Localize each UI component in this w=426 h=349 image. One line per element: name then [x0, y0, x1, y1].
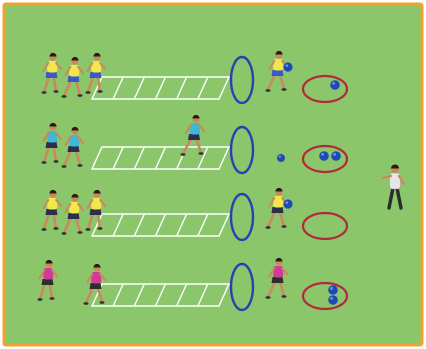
player-shoe — [97, 90, 102, 93]
player-shorts — [68, 213, 80, 219]
player-shorts — [188, 134, 200, 140]
player-shorts — [68, 146, 80, 152]
player-shorts — [46, 209, 58, 215]
ball-shine — [330, 287, 333, 290]
player-shorts — [272, 70, 284, 76]
ball-shine — [332, 82, 335, 85]
player-shorts — [90, 72, 102, 78]
player-shoe — [41, 228, 46, 231]
player-shoe — [281, 295, 286, 298]
ball — [319, 151, 329, 161]
player-shoe — [281, 225, 286, 228]
player-shoe — [265, 89, 270, 92]
ball — [331, 151, 341, 161]
player-shoe — [53, 227, 58, 230]
player-shorts — [272, 277, 284, 283]
ball-shine — [279, 155, 281, 157]
player-shorts — [90, 209, 102, 215]
field-area — [4, 4, 422, 345]
player-shoe — [49, 297, 54, 300]
player-shoe — [180, 153, 185, 156]
ball-shine — [321, 153, 324, 156]
ball-body — [330, 80, 340, 90]
player-shorts — [90, 283, 102, 289]
player-shoe — [83, 302, 88, 305]
player-shoe — [281, 88, 286, 91]
player-shoe — [85, 91, 90, 94]
ball-body — [277, 154, 285, 162]
player-shoe — [53, 90, 58, 93]
ball-shine — [330, 297, 333, 300]
player-shorts — [272, 207, 284, 213]
player-shoe — [198, 152, 203, 155]
ball — [328, 285, 338, 295]
player-shoe — [41, 161, 46, 164]
ball-shine — [286, 64, 289, 67]
player-shoe — [99, 301, 104, 304]
ball — [277, 154, 285, 162]
ball-carried — [283, 62, 292, 71]
ball-body — [328, 285, 338, 295]
player-shoe — [61, 95, 66, 98]
player-shorts — [42, 279, 54, 285]
ball-body — [319, 151, 329, 161]
player-shoe — [61, 232, 66, 235]
player-shoe — [77, 164, 82, 167]
player-shoe — [77, 94, 82, 97]
ball — [328, 295, 338, 305]
ball-carried — [283, 199, 292, 208]
player-shoe — [61, 165, 66, 168]
player-shoe — [265, 226, 270, 229]
player-shoe — [53, 160, 58, 163]
player-shoe — [37, 298, 42, 301]
player-shorts — [46, 72, 58, 78]
ball-body — [331, 151, 341, 161]
player-shorts — [68, 76, 80, 82]
player-shoe — [85, 228, 90, 231]
player-shoe — [97, 227, 102, 230]
ball-body — [328, 295, 338, 305]
ball-shine — [286, 201, 289, 204]
player-shoe — [265, 296, 270, 299]
ball-shine — [333, 153, 336, 156]
player-shoe — [41, 91, 46, 94]
player-shorts — [46, 142, 58, 148]
ball — [330, 80, 340, 90]
player-shoe — [77, 231, 82, 234]
